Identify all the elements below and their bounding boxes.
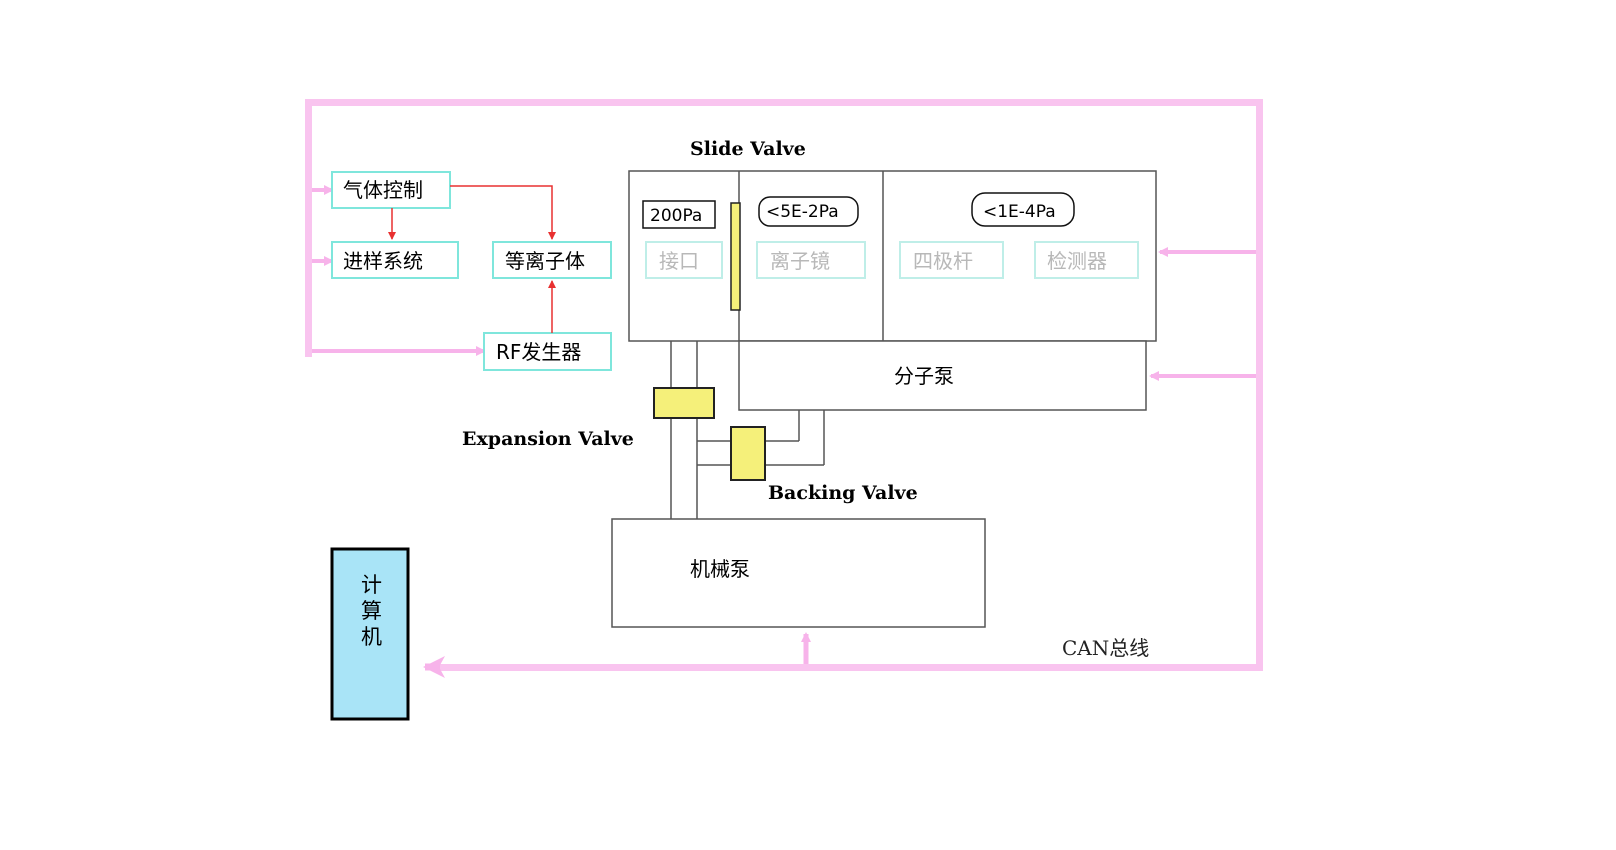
can-bus-right-line (1256, 99, 1263, 671)
control-section: 气体控制 进样系统 等离子体 RF发生器 (331, 171, 612, 371)
gas-control-box: 气体控制 (331, 171, 451, 209)
plasma-box: 等离子体 (492, 241, 612, 279)
rf-generator-label: RF发生器 (496, 340, 581, 364)
detector-box: 检测器 (1034, 241, 1139, 279)
can-bus-label: CAN总线 (1062, 636, 1149, 660)
vacuum-chamber: Slide Valve 200Pa <5E-2Pa <1E-4Pa 接口 离子镜… (628, 138, 1157, 342)
turbo-pump: 分子泵 (738, 340, 1147, 411)
ion-lens-label: 离子镜 (770, 249, 830, 273)
detector-label: 检测器 (1047, 249, 1107, 273)
can-bus-top-line (305, 99, 1263, 106)
sample-intro-box: 进样系统 (331, 241, 459, 279)
expansion-valve (653, 387, 715, 419)
quadrupole-label: 四极杆 (913, 249, 973, 273)
arrow-gas-to-plasma (450, 185, 556, 240)
interface-box: 接口 (645, 241, 723, 279)
pressure-badge-analyzer: <1E-4Pa (971, 192, 1075, 227)
computer-label-3: 机 (361, 625, 382, 649)
can-bus-left-line (305, 99, 312, 357)
rf-generator-box: RF发生器 (483, 332, 612, 371)
pressure-analyzer-text: <1E-4Pa (983, 202, 1056, 222)
interface-label: 接口 (659, 249, 699, 273)
pressure-lens-text: <5E-2Pa (766, 202, 839, 222)
can-bus-bottom-line (440, 664, 1263, 671)
turbo-pump-label: 分子泵 (894, 364, 954, 388)
sample-intro-label: 进样系统 (343, 249, 423, 273)
plasma-label: 等离子体 (505, 249, 585, 273)
computer: 计 算 机 (330, 547, 410, 721)
slide-valve-label: Slide Valve (690, 138, 806, 160)
pressure-badge-interface: 200Pa (642, 200, 716, 229)
mechanical-pump: 机械泵 (611, 518, 986, 628)
quadrupole-box: 四极杆 (899, 241, 1004, 279)
pressure-interface-text: 200Pa (650, 206, 702, 226)
can-bus: CAN总线 (305, 99, 1263, 678)
expansion-valve-label: Expansion Valve (462, 428, 634, 450)
mechanical-pump-label: 机械泵 (690, 557, 750, 581)
computer-label-2: 算 (361, 599, 382, 623)
ion-lens-box: 离子镜 (756, 241, 866, 279)
backing-valve (730, 426, 766, 481)
pressure-badge-lens: <5E-2Pa (758, 196, 859, 227)
slide-valve (730, 202, 741, 311)
gas-control-label: 气体控制 (343, 178, 423, 202)
computer-label-1: 计 (361, 573, 382, 597)
backing-valve-label: Backing Valve (768, 482, 918, 504)
